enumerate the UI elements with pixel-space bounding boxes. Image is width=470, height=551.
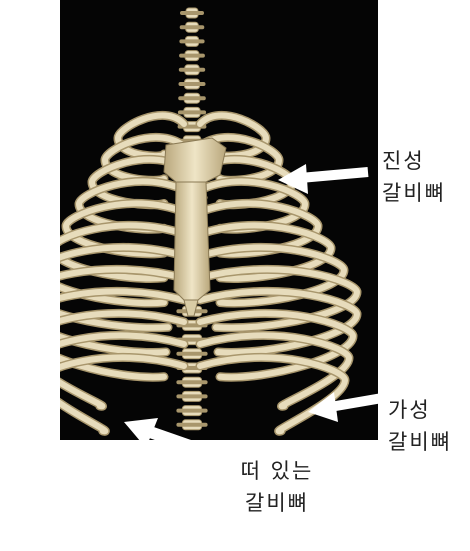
- label-false-ribs-line1: 가성: [388, 394, 452, 426]
- label-floating-ribs: 떠 있는 갈비뼈: [222, 455, 332, 519]
- vertebra-process: [176, 380, 207, 384]
- vertebra-process: [176, 423, 207, 427]
- vertebra-process: [180, 11, 204, 15]
- label-false-ribs: 가성 갈비뼈: [388, 394, 452, 458]
- vertebra-process: [176, 352, 207, 356]
- vertebra-process: [179, 54, 205, 58]
- vertebra-process: [179, 39, 204, 43]
- label-true-ribs-line2: 갈비뼈: [382, 177, 446, 209]
- vertebra-process: [179, 68, 205, 72]
- vertebra-process: [180, 25, 205, 29]
- label-true-ribs-line1: 진성: [382, 145, 446, 177]
- vertebra-process: [176, 409, 207, 413]
- label-floating-ribs-line1: 떠 있는: [222, 455, 332, 487]
- rib-cage-drawing: [60, 0, 378, 440]
- vertebra-process: [178, 110, 206, 114]
- vertebra-process: [179, 82, 206, 86]
- vertebra-process: [178, 96, 206, 100]
- rib-cage-illustration: [60, 0, 378, 440]
- label-floating-ribs-line2: 갈비뼈: [222, 487, 332, 519]
- label-false-ribs-line2: 갈비뼈: [388, 426, 452, 458]
- vertebra-process: [176, 394, 207, 398]
- label-true-ribs: 진성 갈비뼈: [382, 145, 446, 209]
